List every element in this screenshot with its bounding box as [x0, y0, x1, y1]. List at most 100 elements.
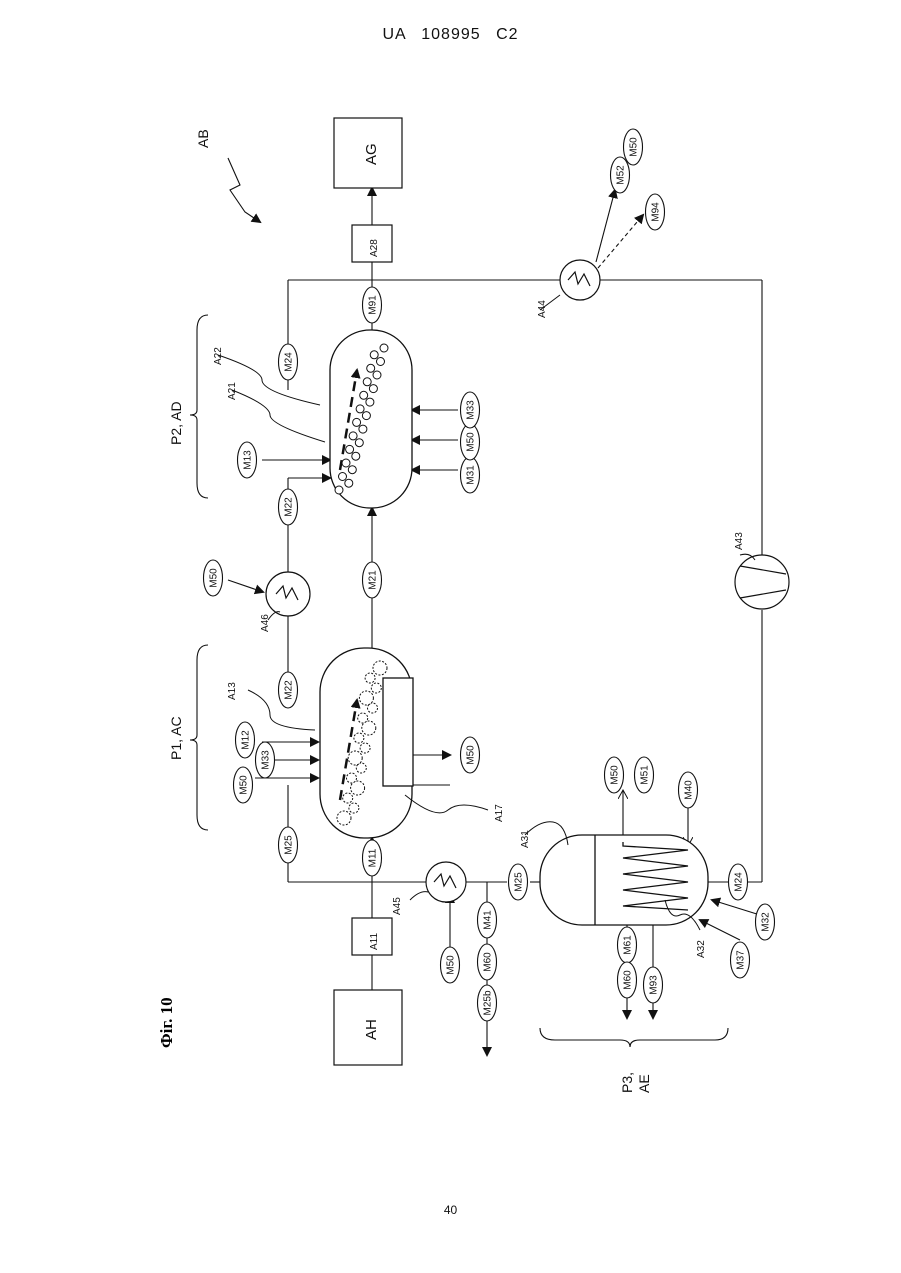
process-p1-label: P1, AC	[168, 716, 184, 760]
particle	[355, 439, 363, 447]
particle	[339, 473, 347, 481]
particle	[342, 459, 350, 467]
particle	[365, 673, 375, 683]
particle	[353, 418, 361, 426]
particle	[358, 713, 368, 723]
stream-node-m37: M37	[731, 942, 750, 978]
stream-node-m50a: M50	[234, 767, 253, 803]
stream-label-m61: M61	[623, 935, 634, 955]
vessel-a31	[540, 835, 708, 925]
stream-node-m93: M93	[644, 967, 663, 1003]
stream-label-m60b: M60	[623, 970, 634, 990]
component-label-a32: A32	[696, 940, 707, 958]
component-label-a46: A46	[260, 614, 271, 632]
stream-label-m50c: M50	[466, 432, 477, 452]
particle	[347, 773, 357, 783]
stream-node-m41: M41	[478, 902, 497, 938]
stream-label-m25b-node: M25	[514, 872, 525, 892]
component-label-a45: A45	[392, 897, 403, 915]
stream-node-m25b: M25b	[478, 985, 497, 1021]
stream-label-m21: M21	[368, 570, 379, 590]
stream-label-m40: M40	[684, 780, 695, 800]
stream-label-m51: M51	[640, 765, 651, 785]
stream-node-m31: M31	[461, 457, 480, 493]
particle	[335, 486, 343, 494]
stream-label-m52: M52	[616, 165, 627, 185]
stream-node-m24b: M24	[729, 864, 748, 900]
stream-node-m40: M40	[679, 772, 698, 808]
stream-label-m37: M37	[736, 950, 747, 970]
particle	[356, 405, 364, 413]
component-label-a31: A31	[520, 830, 531, 848]
component-label-a44: A44	[537, 300, 548, 318]
particle	[371, 683, 381, 693]
particle	[369, 385, 377, 393]
stream-node-m50g: M50	[605, 757, 624, 793]
particle	[345, 479, 353, 487]
stream-node-m60b: M60	[618, 962, 637, 998]
particle	[366, 398, 374, 406]
stream-label-m50e: M50	[466, 745, 477, 765]
stream-node-m50d: M50	[624, 129, 643, 165]
stream-node-m25a: M25	[279, 827, 298, 863]
stream-node-m11: M11	[363, 840, 382, 876]
ab-reference-label: AB	[195, 129, 211, 148]
stream-node-m32: M32	[756, 904, 775, 940]
particle	[373, 661, 387, 675]
process-p2-label: P2, AD	[168, 401, 184, 445]
stream-label-m12: M12	[241, 730, 252, 750]
stream-node-m33a: M33	[256, 742, 275, 778]
particle	[362, 721, 376, 735]
process-p3-label-line2: AE	[636, 1074, 652, 1093]
component-label-a43: A43	[734, 532, 745, 550]
stream-label-m94: M94	[651, 202, 662, 222]
particle	[351, 781, 365, 795]
stream-label-m50a: M50	[239, 775, 250, 795]
particle	[359, 425, 367, 433]
stream-label-m24a: M24	[284, 352, 295, 372]
particle	[360, 743, 370, 753]
component-label-a22: A22	[213, 347, 224, 365]
stream-label-m50b: M50	[209, 568, 220, 588]
component-label-a17: A17	[494, 804, 505, 822]
stream-label-m11: M11	[368, 848, 379, 867]
stream-node-m24a: M24	[279, 344, 298, 380]
process-p3-label-line1: P3,	[619, 1072, 635, 1093]
stream-label-m93: M93	[649, 975, 660, 995]
stream-label-m22b: M22	[284, 497, 295, 517]
particle	[349, 803, 359, 813]
particle	[337, 811, 351, 825]
stream-node-m12: M12	[236, 722, 255, 758]
particle	[349, 432, 357, 440]
figure-label: Фіг. 10	[157, 997, 176, 1048]
particle	[343, 793, 353, 803]
a28-label: A28	[369, 239, 380, 257]
stream-label-m50g: M50	[610, 765, 621, 785]
particle	[367, 364, 375, 372]
particle	[380, 344, 388, 352]
stream-label-m24b: M24	[734, 872, 745, 892]
stream-node-m61: M61	[618, 927, 637, 963]
stream-label-m60a: M60	[483, 952, 494, 972]
particle	[373, 371, 381, 379]
stream-node-m13: M13	[238, 442, 257, 478]
stream-label-m22a: M22	[284, 680, 295, 700]
particle	[346, 445, 354, 453]
particle	[370, 351, 378, 359]
stream-node-m50b: M50	[204, 560, 223, 596]
particle	[348, 466, 356, 474]
particle	[352, 452, 360, 460]
particle	[363, 378, 371, 386]
ah-label: AH	[363, 1019, 380, 1040]
stream-label-m41: M41	[483, 910, 494, 930]
figure-title: Фіг. 10	[157, 997, 176, 1048]
stream-node-m50c: M50	[461, 424, 480, 460]
ag-label: AG	[363, 143, 380, 165]
stream-label-m25b: M25b	[483, 990, 494, 1015]
particle	[362, 412, 370, 420]
stream-label-m31: M31	[466, 465, 477, 485]
stream-node-m52: M52	[611, 157, 630, 193]
stream-node-m91: M91	[363, 287, 382, 323]
particle	[348, 751, 362, 765]
